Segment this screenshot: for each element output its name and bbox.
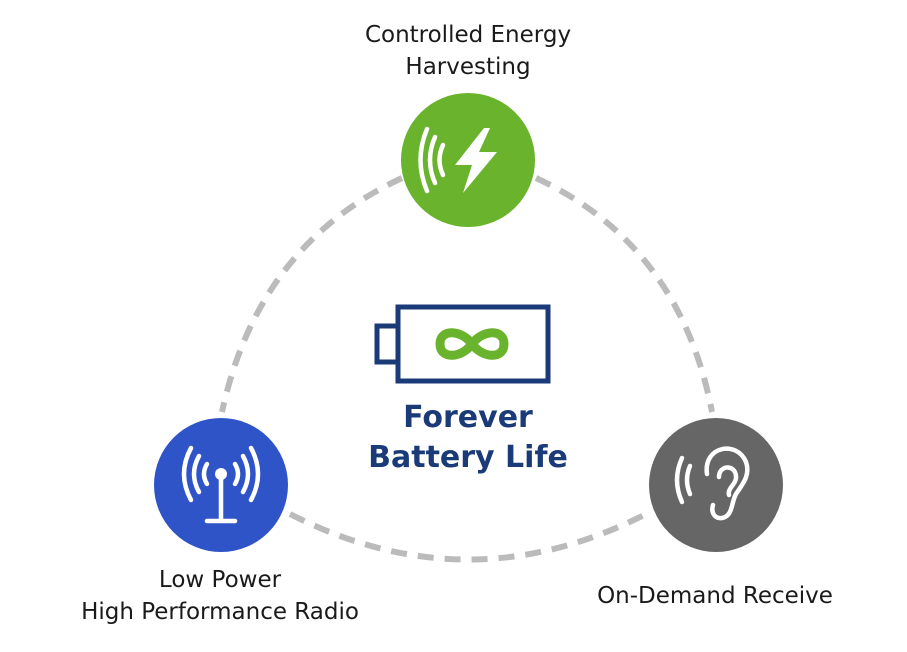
center-title: Forever Battery Life [328, 398, 608, 478]
radio-antenna-icon [181, 445, 261, 524]
center-title-line1: Forever [403, 400, 533, 435]
label-on-demand-receive: On-Demand Receive [555, 580, 875, 612]
infinity-symbol [435, 328, 509, 360]
label-low-power-radio: Low Power High Performance Radio [30, 564, 410, 628]
label-controlled-energy-harvesting: Controlled Energy Harvesting [318, 19, 618, 83]
label-top-line1: Controlled Energy [364, 22, 572, 48]
wireless-lightning-icon [418, 126, 446, 194]
node-energy-harvesting [401, 93, 535, 227]
center-title-line2: Battery Life [368, 440, 568, 475]
label-left-line1: Low Power [158, 567, 282, 593]
label-left-line2: High Performance Radio [81, 599, 359, 625]
dashed-connector-ring [219, 175, 715, 563]
battery-terminal [374, 323, 401, 365]
connector-top-right [534, 175, 715, 413]
node-radio [154, 418, 288, 552]
node-receive [649, 418, 783, 552]
connector-top-left [219, 175, 404, 413]
battery-infinity-icon [374, 304, 551, 384]
node-right-circle [649, 418, 783, 552]
label-top-line2: Harvesting [405, 54, 531, 80]
ear-icon [674, 446, 750, 521]
lightning-bolt-icon [455, 128, 497, 193]
antenna-tip [215, 468, 227, 480]
label-right-line1: On-Demand Receive [597, 583, 833, 609]
connector-bottom [288, 511, 648, 563]
